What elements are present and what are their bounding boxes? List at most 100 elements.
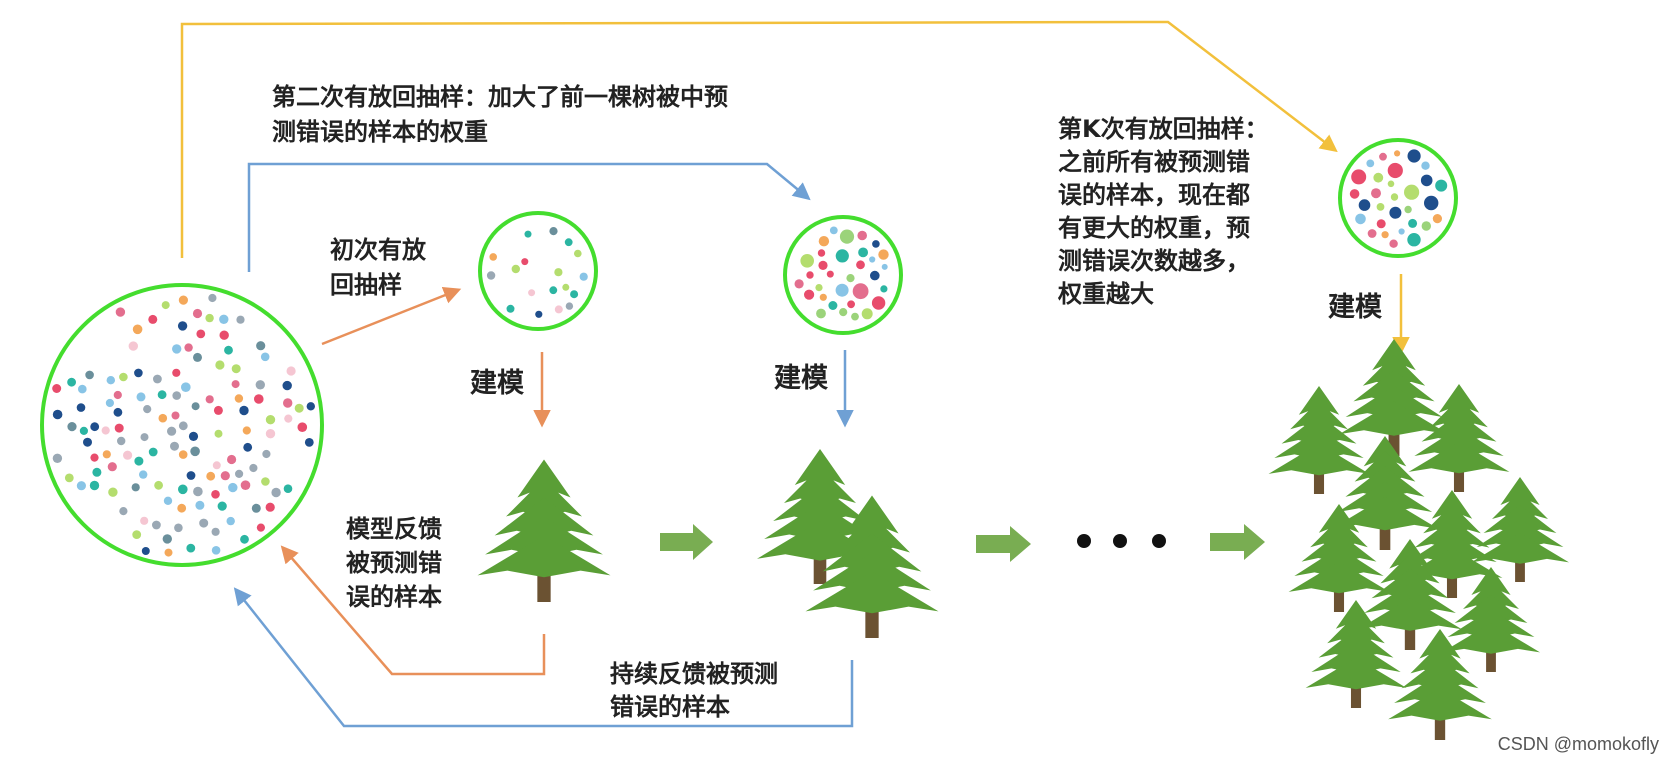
sample-point bbox=[570, 290, 579, 299]
kth-sampling-label: 第K次有放回抽样： 之前所有被预测错 误的样本，现在都 有更大的权重，预 测错误… bbox=[1058, 115, 1269, 308]
sample-point bbox=[186, 471, 196, 480]
sample-point bbox=[148, 314, 158, 324]
sample-point bbox=[211, 546, 221, 555]
sample-point bbox=[154, 480, 164, 490]
sample-point bbox=[283, 398, 293, 408]
sample-point bbox=[521, 258, 529, 266]
sample-point bbox=[1390, 193, 1399, 201]
sample-point bbox=[170, 441, 179, 451]
sample-point bbox=[857, 230, 867, 241]
sample-point bbox=[213, 405, 223, 415]
ellipsis-dot bbox=[1113, 534, 1127, 548]
sample-point bbox=[199, 518, 209, 528]
sample-point bbox=[549, 227, 558, 236]
sample-point bbox=[881, 263, 888, 270]
sample-point bbox=[128, 341, 138, 351]
sample-point bbox=[286, 366, 296, 376]
sample-point bbox=[78, 384, 87, 394]
sample-point bbox=[835, 249, 849, 263]
sample-point bbox=[115, 307, 126, 317]
sample-point bbox=[565, 302, 574, 310]
sample-point bbox=[152, 520, 161, 530]
sample-point bbox=[829, 226, 838, 235]
sample-point bbox=[106, 376, 116, 385]
sample-point bbox=[839, 308, 848, 317]
sample-point bbox=[1379, 152, 1387, 161]
sample-point bbox=[85, 370, 94, 380]
sample-point bbox=[195, 500, 205, 510]
sample-point bbox=[172, 391, 181, 400]
sample-point bbox=[206, 471, 216, 481]
sample-point bbox=[217, 501, 227, 511]
sample-point bbox=[113, 407, 123, 417]
sample-point bbox=[817, 249, 826, 257]
sample-point bbox=[1389, 239, 1398, 248]
sample-point bbox=[119, 372, 128, 382]
sample-point bbox=[554, 305, 563, 314]
sample-point bbox=[564, 238, 573, 247]
sample-point bbox=[253, 394, 264, 404]
sample-point bbox=[148, 447, 158, 457]
tree-models bbox=[477, 339, 1569, 740]
sample-point bbox=[1407, 233, 1421, 247]
sample-point bbox=[90, 422, 100, 432]
sample-point bbox=[304, 438, 314, 447]
sample-point bbox=[297, 422, 308, 433]
sample-point bbox=[818, 260, 828, 270]
sample-point bbox=[1376, 203, 1385, 211]
first-sample-points bbox=[486, 227, 588, 318]
sample-point bbox=[240, 480, 251, 491]
sample-point bbox=[224, 345, 233, 355]
sample-point bbox=[1387, 180, 1395, 188]
sample-point bbox=[240, 534, 249, 544]
sample-point bbox=[856, 260, 865, 270]
sample-point bbox=[113, 390, 122, 400]
sample-point bbox=[1373, 172, 1384, 183]
feedback-label-2: 持续反馈被预测 错误的样本 bbox=[610, 660, 778, 721]
sample-point bbox=[158, 413, 168, 423]
sample-point bbox=[282, 380, 292, 391]
sample-point bbox=[134, 456, 144, 466]
sample-point bbox=[83, 437, 92, 447]
sample-point bbox=[153, 374, 162, 384]
sample-point bbox=[1376, 219, 1386, 229]
sample-point bbox=[1421, 221, 1432, 231]
sample-point bbox=[231, 364, 241, 374]
first-sampling-label: 初次有放 回抽样 bbox=[330, 236, 426, 299]
sample-point bbox=[191, 402, 200, 411]
sample-point bbox=[235, 469, 244, 478]
sample-point bbox=[1358, 199, 1371, 211]
sample-point bbox=[870, 270, 880, 281]
tree-icon bbox=[1442, 567, 1540, 672]
sample-point bbox=[178, 295, 188, 305]
model-label-2: 建模 bbox=[774, 363, 828, 394]
sample-point bbox=[132, 324, 143, 335]
sample-point bbox=[828, 301, 838, 310]
sample-point bbox=[256, 341, 266, 351]
tree-icon bbox=[1401, 490, 1503, 598]
sample-point bbox=[174, 523, 183, 533]
feedback-arrow-2 bbox=[233, 587, 854, 728]
sample-point bbox=[193, 352, 202, 362]
sample-point bbox=[271, 487, 281, 498]
tree-icon bbox=[1408, 384, 1510, 492]
sample-point bbox=[164, 548, 173, 557]
second-sampling-label: 第二次有放回抽样：加大了前一棵树被中预 测错误的样本的权重 bbox=[272, 83, 728, 146]
sample-point bbox=[506, 304, 515, 313]
sample-point bbox=[108, 487, 118, 497]
sample-point bbox=[243, 442, 253, 452]
full-dataset-points bbox=[52, 293, 315, 557]
sample-point bbox=[261, 477, 270, 486]
sample-point bbox=[819, 293, 827, 301]
sample-point bbox=[251, 503, 261, 513]
model-label-k: 建模 bbox=[1328, 292, 1382, 323]
second-sample-points bbox=[794, 226, 889, 321]
sample-point bbox=[134, 368, 143, 378]
sample-point bbox=[162, 534, 172, 544]
sample-point bbox=[220, 471, 230, 481]
flow-arrow-2 bbox=[976, 526, 1031, 562]
sample-point bbox=[835, 283, 849, 297]
sample-point bbox=[117, 436, 126, 446]
sample-point bbox=[215, 360, 225, 370]
sample-point bbox=[846, 274, 855, 283]
